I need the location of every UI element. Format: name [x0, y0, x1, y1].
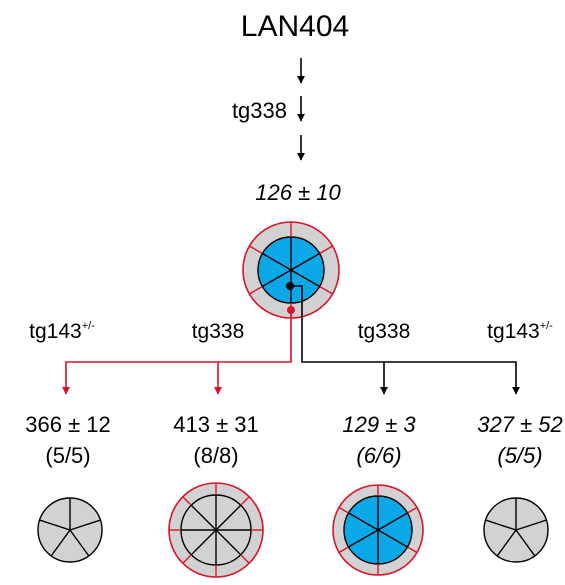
segment-line	[249, 245, 263, 255]
segment-line	[50, 529, 71, 557]
segment-line	[69, 519, 101, 531]
segment-line	[69, 529, 90, 557]
outcome-value-3: 129 ± 3	[342, 412, 416, 437]
segment-line	[290, 252, 320, 271]
segment-line	[190, 504, 217, 531]
segment-line	[215, 529, 242, 556]
segment-line	[290, 269, 320, 288]
outcome-ratio-4: (5/5)	[497, 443, 542, 468]
segment-line	[515, 529, 536, 557]
outcome-value-2: 413 ± 31	[173, 412, 258, 437]
branch-label-4: tg143+/-	[487, 320, 553, 343]
outcome-value-4: 327 ± 52	[477, 412, 562, 437]
title-label: LAN404	[241, 10, 349, 43]
outcome-ratio-3: (6/6)	[356, 443, 401, 468]
segment-line	[240, 554, 250, 564]
branch-label-3: tg338	[358, 320, 411, 343]
segment-line	[496, 529, 517, 557]
segment-line	[262, 252, 292, 271]
segment-line	[240, 496, 250, 506]
segment-line	[39, 519, 71, 531]
segment-line	[515, 519, 547, 531]
segment-line	[407, 506, 418, 514]
segment-line	[348, 512, 379, 531]
segment-line	[348, 529, 379, 548]
outcome-cell-icon-4	[483, 497, 549, 563]
segment-line	[485, 519, 517, 531]
segment-line	[319, 285, 333, 295]
segment-line	[338, 506, 349, 514]
segment-line	[262, 269, 292, 288]
outcome-ratio-2: (8/8)	[193, 443, 238, 468]
outcome-value-1: 366 ± 12	[25, 412, 110, 437]
branch-black-path	[286, 282, 520, 395]
top-cell-icon	[242, 221, 340, 319]
segment-line	[182, 554, 192, 564]
segment-line	[377, 529, 408, 548]
segment-line	[377, 512, 408, 531]
outcome-cell-icon-3	[332, 484, 424, 576]
branch-red-path	[62, 306, 295, 395]
outcome-cell-icon-1	[37, 497, 103, 563]
branch-label-1: tg143+/-	[29, 320, 95, 343]
segment-line	[338, 546, 349, 554]
outcome-cell-icon-2	[168, 482, 264, 578]
top-value-label: 126 ± 10	[255, 180, 341, 205]
top-transplant-label: tg338	[232, 98, 287, 123]
segment-line	[215, 504, 242, 531]
segment-line	[249, 285, 263, 295]
segment-line	[407, 546, 418, 554]
segment-line	[319, 245, 333, 255]
segment-line	[182, 496, 192, 506]
outcome-ratio-1: (5/5)	[45, 443, 90, 468]
branch-label-2: tg338	[192, 320, 245, 343]
segment-line	[190, 529, 217, 556]
